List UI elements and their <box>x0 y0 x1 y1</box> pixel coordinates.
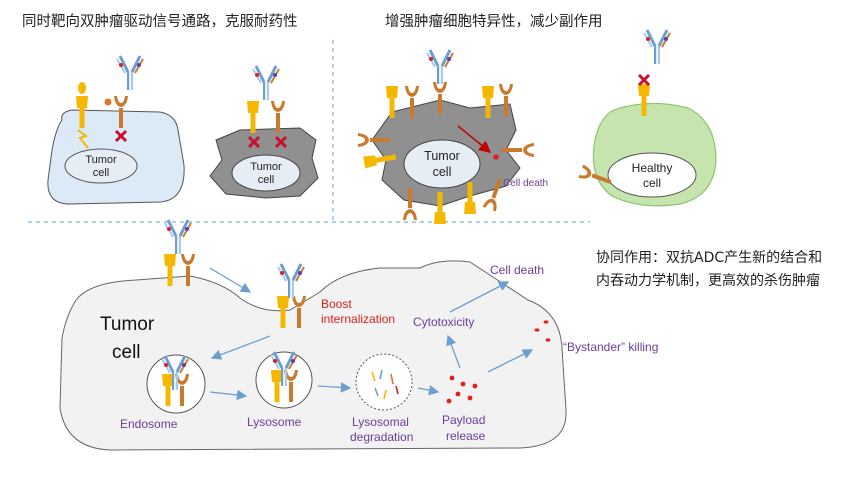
cell-death-label: Cell death <box>490 263 544 277</box>
top-left-caption: 同时靶向双肿瘤驱动信号通路，克服耐药性 <box>22 14 298 30</box>
tumor-label-mid-1: Tumor <box>250 161 282 173</box>
tumor-label-small-1: Tumor <box>85 154 117 166</box>
signal-bolt <box>77 129 89 149</box>
degradation-vesicle <box>355 353 413 411</box>
arrow-to-lysosome <box>209 389 248 401</box>
bispecific-antibody-3 <box>425 48 455 86</box>
arrow-internalize <box>209 267 252 293</box>
bystander-dots <box>534 320 551 342</box>
payload-dot <box>493 154 499 160</box>
receptor-yellow-2 <box>247 101 259 133</box>
arrow-to-payload <box>417 385 440 396</box>
fragments <box>371 369 399 400</box>
healthy-label-1: Healthy <box>632 161 673 175</box>
lysosomal-label-1: Lysosomal <box>352 415 409 429</box>
tumor-label-mid-2: cell <box>258 174 275 186</box>
bispecific-antibody-4 <box>642 28 672 66</box>
bispecific-antibody-5 <box>163 218 193 256</box>
payload-label-1: Payload <box>442 413 485 427</box>
tumor-cell-target: Tumor cell <box>371 99 521 207</box>
tumor-label-target-2: cell <box>433 165 452 179</box>
lysosomal-label-2: degradation <box>350 430 413 444</box>
block-x-4 <box>637 73 651 87</box>
healthy-label-2: cell <box>643 176 661 190</box>
tumor-label-big-2: cell <box>112 342 141 363</box>
payload-label-2: release <box>446 429 486 443</box>
ligand-yellow <box>78 82 86 94</box>
bispecific-antibody-2 <box>251 64 281 102</box>
tumor-label-target-1: Tumor <box>424 149 460 163</box>
lysosome-vesicle <box>255 351 313 409</box>
boost-label-2: internalization <box>321 312 395 326</box>
synergy-line-2: 内吞动力学机制，更高效的杀伤肿瘤 <box>596 273 820 289</box>
arrow-to-cytotox <box>446 334 461 369</box>
tumor-label-big-1: Tumor <box>100 314 155 335</box>
bispecific-antibody-6 <box>276 262 306 300</box>
top-right-caption: 增强肿瘤细胞特异性，减少副作用 <box>385 14 603 30</box>
cytotoxicity-label: Cytotoxicity <box>413 315 474 329</box>
boost-label-1: Boost <box>321 297 352 311</box>
arrow-to-degradation <box>317 382 352 393</box>
bispecific-antibody <box>115 54 145 92</box>
cell-death-small-label: Cell death <box>503 178 548 189</box>
synergy-line-1: 协同作用：双抗ADC产生新的结合和 <box>596 250 823 266</box>
payload-arrow <box>457 125 492 153</box>
endosome-label: Endosome <box>120 417 178 431</box>
arrow-to-endosome <box>210 335 271 360</box>
tumor-label-small-2: cell <box>93 167 110 179</box>
arrow-to-cell-death <box>449 281 510 313</box>
payload-dots <box>446 375 478 404</box>
healthy-cell: Healthy cell <box>592 102 717 207</box>
arrow-to-bystander <box>487 349 534 373</box>
ligand-orange <box>104 98 112 106</box>
bystander-label: “Bystander” killing <box>563 340 658 354</box>
tumor-cell-gray: Tumor cell <box>209 127 319 199</box>
tumor-cell-light: Tumor cell <box>47 109 185 205</box>
lysosome-label: Lysosome <box>247 415 302 429</box>
